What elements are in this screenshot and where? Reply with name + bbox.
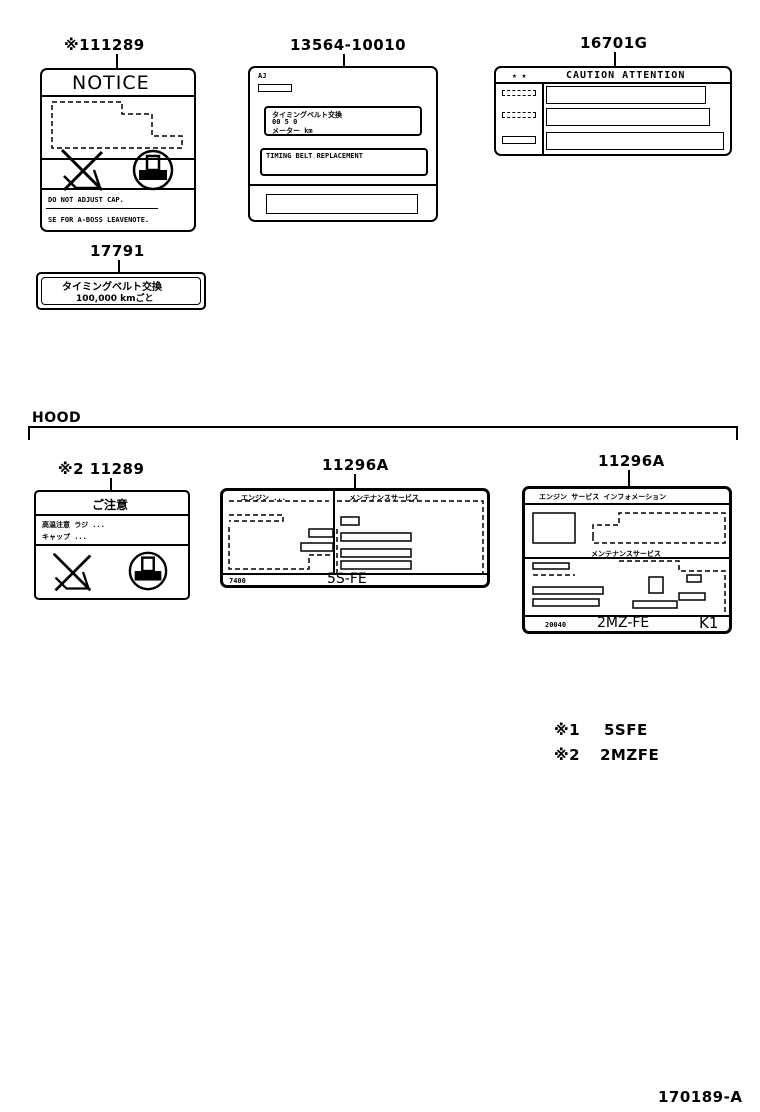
caution-left-3 <box>502 136 536 144</box>
label-divider <box>250 184 436 186</box>
engine-info-col-divider <box>333 491 335 573</box>
engine-info-blocks <box>228 500 484 573</box>
notice-divider-3 <box>42 188 194 190</box>
caution-header: CAUTION ATTENTION <box>566 70 686 81</box>
crossed-beaker-icon <box>52 552 92 592</box>
caution-left-1 <box>502 90 536 96</box>
legend-value-1: 5SFE <box>604 721 648 739</box>
caution-col-divider <box>542 82 544 154</box>
part-number-11296A-b: 11296A <box>598 452 665 470</box>
section-label-hood: HOOD <box>32 410 82 426</box>
leader-line <box>116 54 118 70</box>
legend-value-2: 2MZFE <box>600 746 660 764</box>
radiator-cap-icon <box>132 149 174 191</box>
figure-id: 170189-A <box>658 1088 743 1106</box>
caution-jp-divider-2 <box>36 544 188 546</box>
part-number-17791: 17791 <box>90 242 145 260</box>
belt-interval-label[interactable]: タイミングベルト交換 100,000 kmごと <box>36 272 206 310</box>
engine-model-5sfe: 5S-FE <box>327 571 367 587</box>
notice-divider <box>42 95 194 97</box>
label-code-small: AJ <box>258 72 267 80</box>
hood-bracket-top <box>28 426 738 428</box>
engine-info-mid-divider <box>525 557 729 559</box>
spec-line-1: タイミングベルト交換 <box>272 111 342 119</box>
part-number-13564-10010: 13564-10010 <box>290 36 407 54</box>
caution-header-marks: ★ ★ <box>512 71 527 80</box>
crossed-beaker-icon <box>60 148 104 192</box>
engine-info-mid-blocks <box>532 560 726 613</box>
engine-info-top-head: エンジン サービス インフォメーション <box>539 493 667 501</box>
caution-jp-line-2: キャップ ... <box>42 533 87 541</box>
hood-bracket-left <box>28 426 30 440</box>
leader-line <box>118 260 120 274</box>
radiator-cap-icon <box>128 551 168 591</box>
label-box-small <box>258 84 292 92</box>
caution-jp-line-1: 高温注意 ラジ ... <box>42 521 105 529</box>
part-number-111289: ※111289 <box>64 36 145 54</box>
engine-info-label-2mzfe[interactable]: エンジン サービス インフォメーション メンテナンスサービス 20040 2MZ… <box>522 486 732 634</box>
engine-info-bottom-divider <box>525 615 729 617</box>
engine-info-left-head: エンジン ... <box>241 494 286 502</box>
caution-right-1 <box>546 86 706 104</box>
notice-title: NOTICE <box>72 72 150 94</box>
spec-line-3: メーター km <box>272 127 313 135</box>
notice-underline-1 <box>46 208 158 209</box>
caution-label[interactable]: ★ ★ CAUTION ATTENTION <box>494 66 732 156</box>
notice-line-1: DO NOT ADJUST CAP. <box>48 196 124 204</box>
caution-left-2 <box>502 112 536 118</box>
part-number-11296A-a: 11296A <box>322 456 389 474</box>
leader-line <box>614 52 616 68</box>
legend-mark-1: ※1 <box>554 721 581 739</box>
timing-belt-header-box: TIMING BELT REPLACEMENT <box>260 148 428 176</box>
leader-line <box>343 54 345 68</box>
caution-jp-title: ご注意 <box>92 498 129 512</box>
leader-line <box>354 474 356 490</box>
belt-interval-line-1: タイミングベルト交換 <box>62 282 162 293</box>
spec-box: タイミングベルト交換 00 5 0 メーター km <box>264 106 422 136</box>
blank-field <box>266 194 418 214</box>
notice-label[interactable]: NOTICE DO NOT ADJUST CAP. SE FOR A-BOSS … <box>40 68 196 232</box>
caution-divider <box>496 82 730 84</box>
engine-info-code: 7400 <box>229 577 246 585</box>
timing-belt-header: TIMING BELT REPLACEMENT <box>266 152 363 160</box>
caution-right-2 <box>546 108 710 126</box>
part-number-16701G: 16701G <box>580 34 648 52</box>
engine-model-2mzfe: 2MZ-FE <box>597 615 650 631</box>
notice-line-2: SE FOR A-BOSS LEAVENOTE. <box>48 216 150 224</box>
notice-text-block <box>51 101 183 149</box>
leader-line <box>110 478 112 492</box>
engine-info-top-divider <box>525 503 729 505</box>
part-number-11289: ※2 11289 <box>58 460 145 478</box>
engine-info-k1: K1 <box>699 614 719 632</box>
engine-info-mid-head: メンテナンスサービス <box>591 550 661 558</box>
engine-info-label-5sfe[interactable]: エンジン ... メンテナンスサービス 7400 5S-FE <box>220 488 490 588</box>
caution-right-3 <box>546 132 724 150</box>
belt-interval-inner: タイミングベルト交換 100,000 kmごと <box>41 277 201 305</box>
hood-bracket-right <box>736 426 738 440</box>
caution-jp-label[interactable]: ご注意 高温注意 ラジ ... キャップ ... <box>34 490 190 600</box>
spec-line-2: 00 5 0 <box>272 118 298 126</box>
caution-jp-divider <box>36 514 188 516</box>
engine-info-code: 20040 <box>545 621 567 629</box>
engine-info-bottom-divider <box>223 573 487 575</box>
legend-mark-2: ※2 <box>554 746 581 764</box>
leader-line <box>628 470 630 488</box>
engine-info-right-head: メンテナンスサービス <box>349 494 419 502</box>
engine-info-top-blocks <box>532 512 726 544</box>
belt-interval-line-2: 100,000 kmごと <box>76 294 154 304</box>
timing-belt-label[interactable]: AJ タイミングベルト交換 00 5 0 メーター km TIMING BELT… <box>248 66 438 222</box>
notice-divider-2 <box>42 158 194 160</box>
